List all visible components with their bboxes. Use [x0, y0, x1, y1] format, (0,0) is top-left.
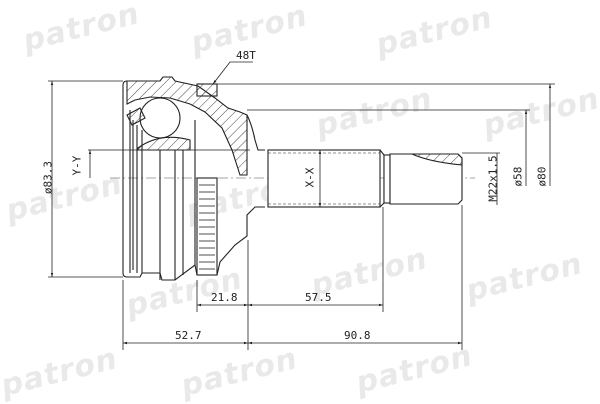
dim-stub-length: 90.8: [344, 329, 371, 342]
dim-abs-ring-width: 21.8: [211, 291, 238, 304]
spline-shaft: [267, 149, 381, 208]
shaft-neck: [383, 154, 391, 204]
abs-ring-section: [196, 83, 218, 97]
callout-48t: 48T: [236, 49, 256, 62]
dim-shaft-length: 57.5: [305, 291, 332, 304]
label-section-y: Y-Y: [70, 155, 84, 176]
dim-diameter-58: ø58: [511, 166, 525, 187]
inner-race-section: [137, 136, 191, 151]
dim-housing-diameter: ø83.3: [41, 160, 55, 195]
housing-section-upper: [126, 76, 248, 176]
abs-ring: [196, 177, 218, 276]
leader-48t: [212, 61, 253, 85]
label-section-x: X-X: [303, 167, 317, 188]
dim-housing-length: 52.7: [175, 329, 202, 342]
dim-thread: M22x1.5: [486, 155, 500, 202]
dim-diameter-80: ø80: [535, 166, 549, 187]
ball: [139, 97, 181, 139]
